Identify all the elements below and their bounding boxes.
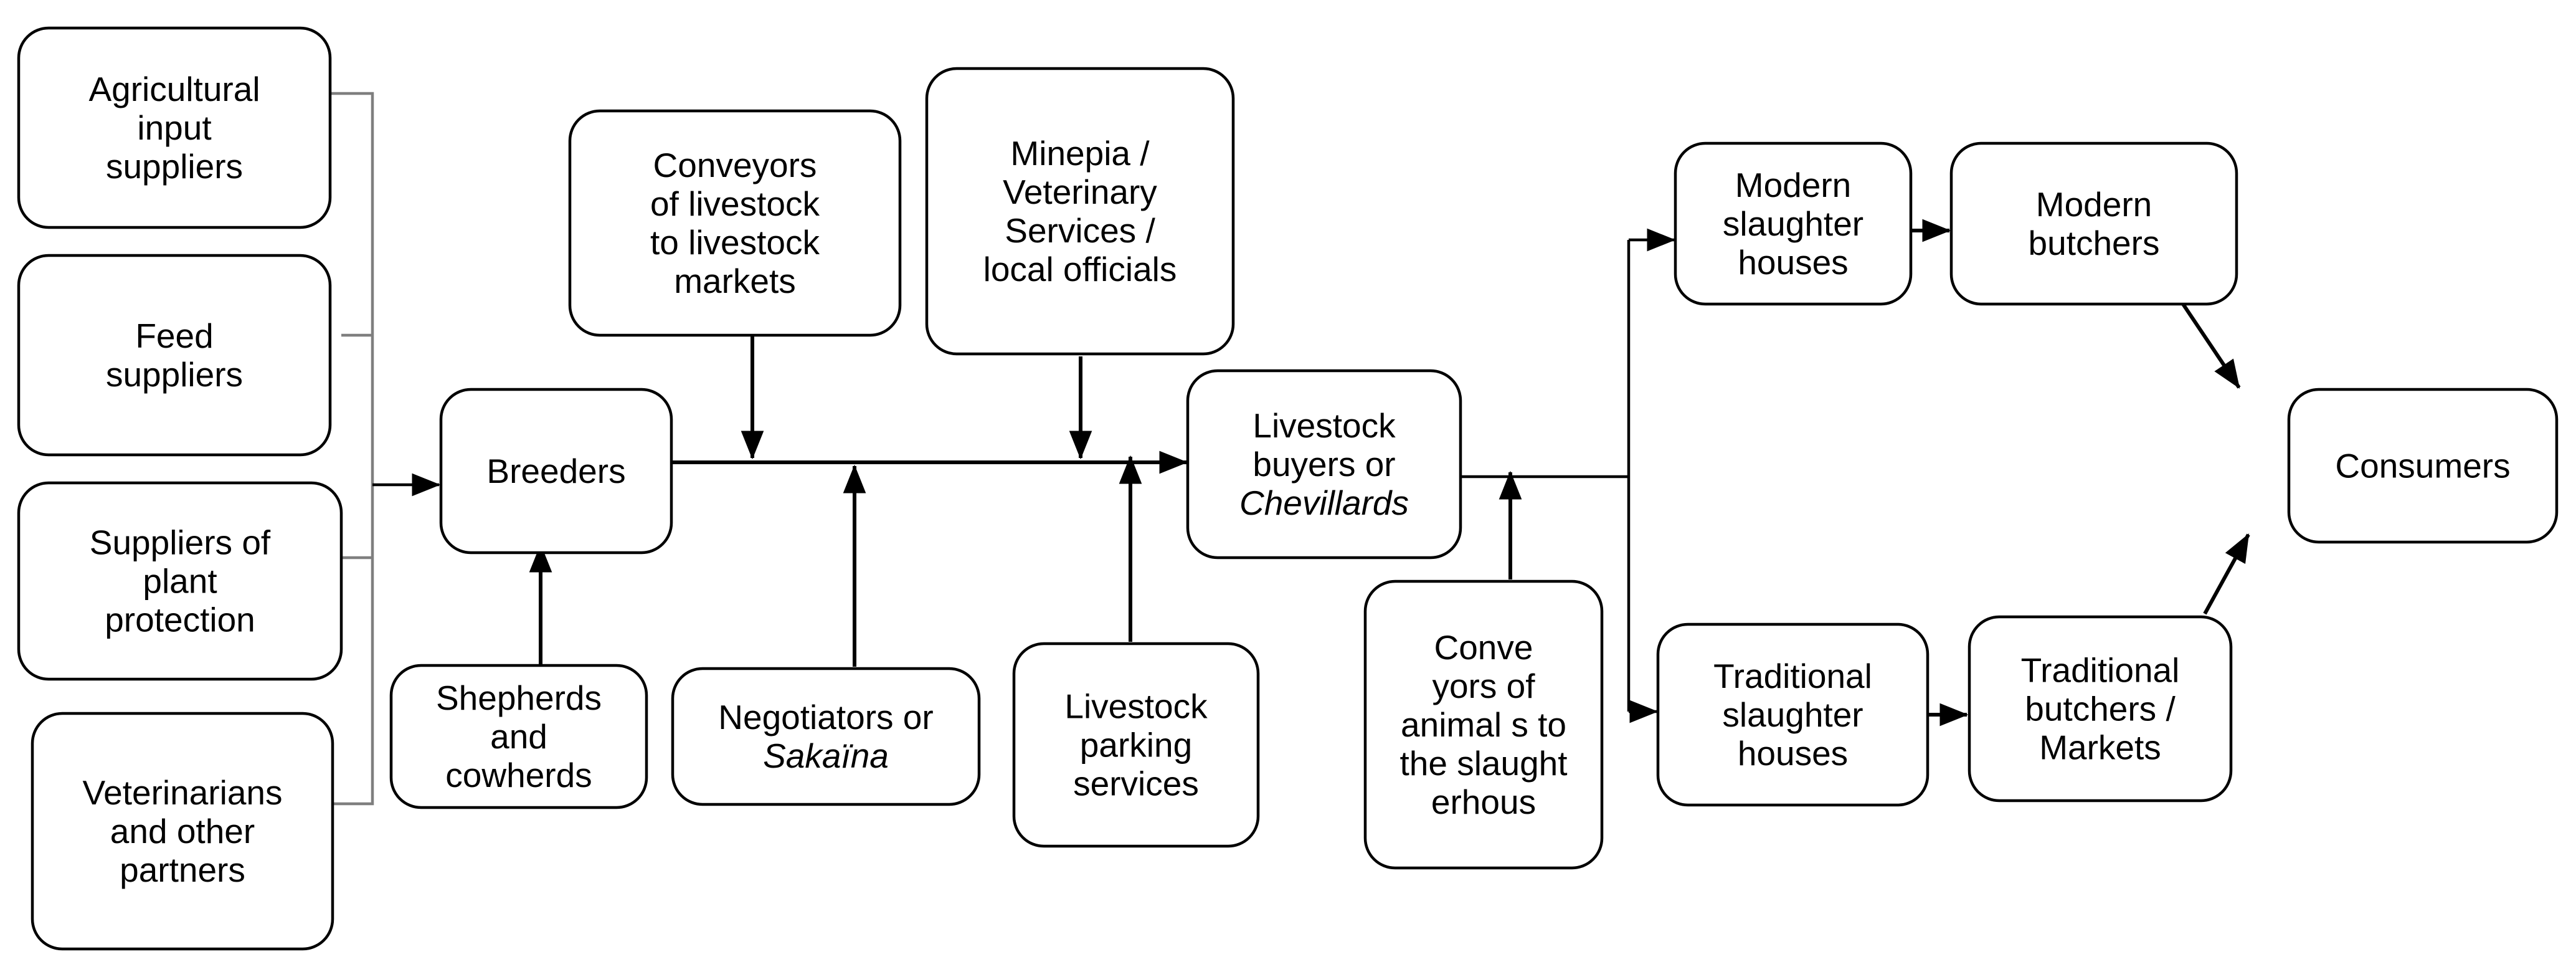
node-box	[17, 481, 343, 681]
node-breeders: Breeders	[439, 388, 673, 555]
node-label-line: Modern	[1735, 166, 1851, 204]
node-label-line: Shepherds	[436, 679, 602, 717]
node-box	[2287, 388, 2559, 544]
node-label-line: parking	[1080, 726, 1192, 765]
node-consumers: Consumers	[2287, 388, 2559, 544]
node-label-line: Veterinary	[1003, 173, 1157, 211]
node-label-line: protection	[105, 601, 255, 639]
node-label-line: Veterinarians	[82, 773, 282, 812]
node-label-line: Feed	[135, 317, 213, 355]
node-label-line: butchers /	[2025, 690, 2176, 728]
node-label-line: slaughter	[1723, 204, 1863, 243]
node-label-line: services	[1073, 765, 1199, 803]
node-label-line: Traditional	[1713, 657, 1872, 695]
node-label-line: Sakaïna	[763, 736, 889, 775]
node-label-line: Livestock	[1064, 687, 1208, 726]
node-box	[439, 388, 673, 555]
node-box	[568, 109, 902, 337]
node-label-line: buyers or	[1252, 445, 1395, 484]
node-label-line: slaughter	[1722, 695, 1863, 734]
node-box	[925, 67, 1235, 356]
node-label-line: Chevillards	[1239, 484, 1409, 522]
node-label-line: Conve	[1434, 628, 1533, 667]
node-box	[17, 254, 332, 457]
node-label-line: erhous	[1431, 783, 1536, 821]
node-label-line: Livestock	[1252, 406, 1396, 445]
node-box	[1656, 622, 1930, 807]
node-label-line: Modern	[2036, 185, 2152, 224]
arrow-traditional-butchers-to-consumers	[2203, 533, 2250, 615]
node-label-line: Negotiators or	[718, 698, 933, 736]
node-label-line: and	[490, 717, 547, 756]
node-label-line: Services /	[1005, 211, 1155, 250]
node-label-line: of livestock	[650, 184, 820, 223]
node-label-line: to livestock	[650, 223, 820, 262]
node-label-line: Traditional	[2021, 651, 2180, 690]
node-box	[671, 667, 981, 806]
node-box	[31, 712, 334, 951]
node-box	[1363, 579, 1604, 870]
node-label-line: Markets	[2039, 728, 2161, 767]
node-box	[1674, 141, 1913, 306]
node-box	[1186, 369, 1462, 560]
node-label-line: Suppliers of	[90, 523, 271, 562]
connectors	[330, 92, 2250, 806]
node-label-line: houses	[1738, 734, 1848, 773]
node-box	[1949, 141, 2238, 306]
node-box	[389, 664, 648, 809]
node-label-line: yors of	[1432, 667, 1535, 705]
arrow-modern-butchers-to-consumers	[2181, 303, 2241, 389]
supplier-bracket	[330, 92, 374, 806]
node-label-line: and other	[110, 812, 255, 851]
node-label-line: input	[137, 108, 211, 147]
node-label-line: partners	[120, 851, 245, 889]
node-label-line: plant	[143, 562, 217, 601]
node-label-line: markets	[674, 262, 796, 300]
node-box	[17, 26, 332, 229]
node-box	[1012, 642, 1260, 848]
node-box	[1968, 615, 2233, 803]
node-label-line: Breeders	[486, 452, 625, 490]
node-label-line: suppliers	[106, 355, 243, 394]
node-label-line: animal s to	[1401, 705, 1566, 744]
node-label-line: the slaught	[1399, 744, 1567, 783]
node-label-line: Conveyors	[653, 146, 817, 184]
node-label-line: Agricultural	[88, 70, 260, 108]
node-label-line: Minepia /	[1010, 134, 1150, 173]
node-label-line: butchers	[2029, 224, 2160, 262]
node-label-line: suppliers	[106, 147, 243, 186]
node-label-line: Consumers	[2335, 447, 2510, 485]
node-label-line: local officials	[983, 250, 1177, 288]
node-label-line: houses	[1738, 243, 1848, 282]
node-label-line: cowherds	[445, 756, 592, 794]
